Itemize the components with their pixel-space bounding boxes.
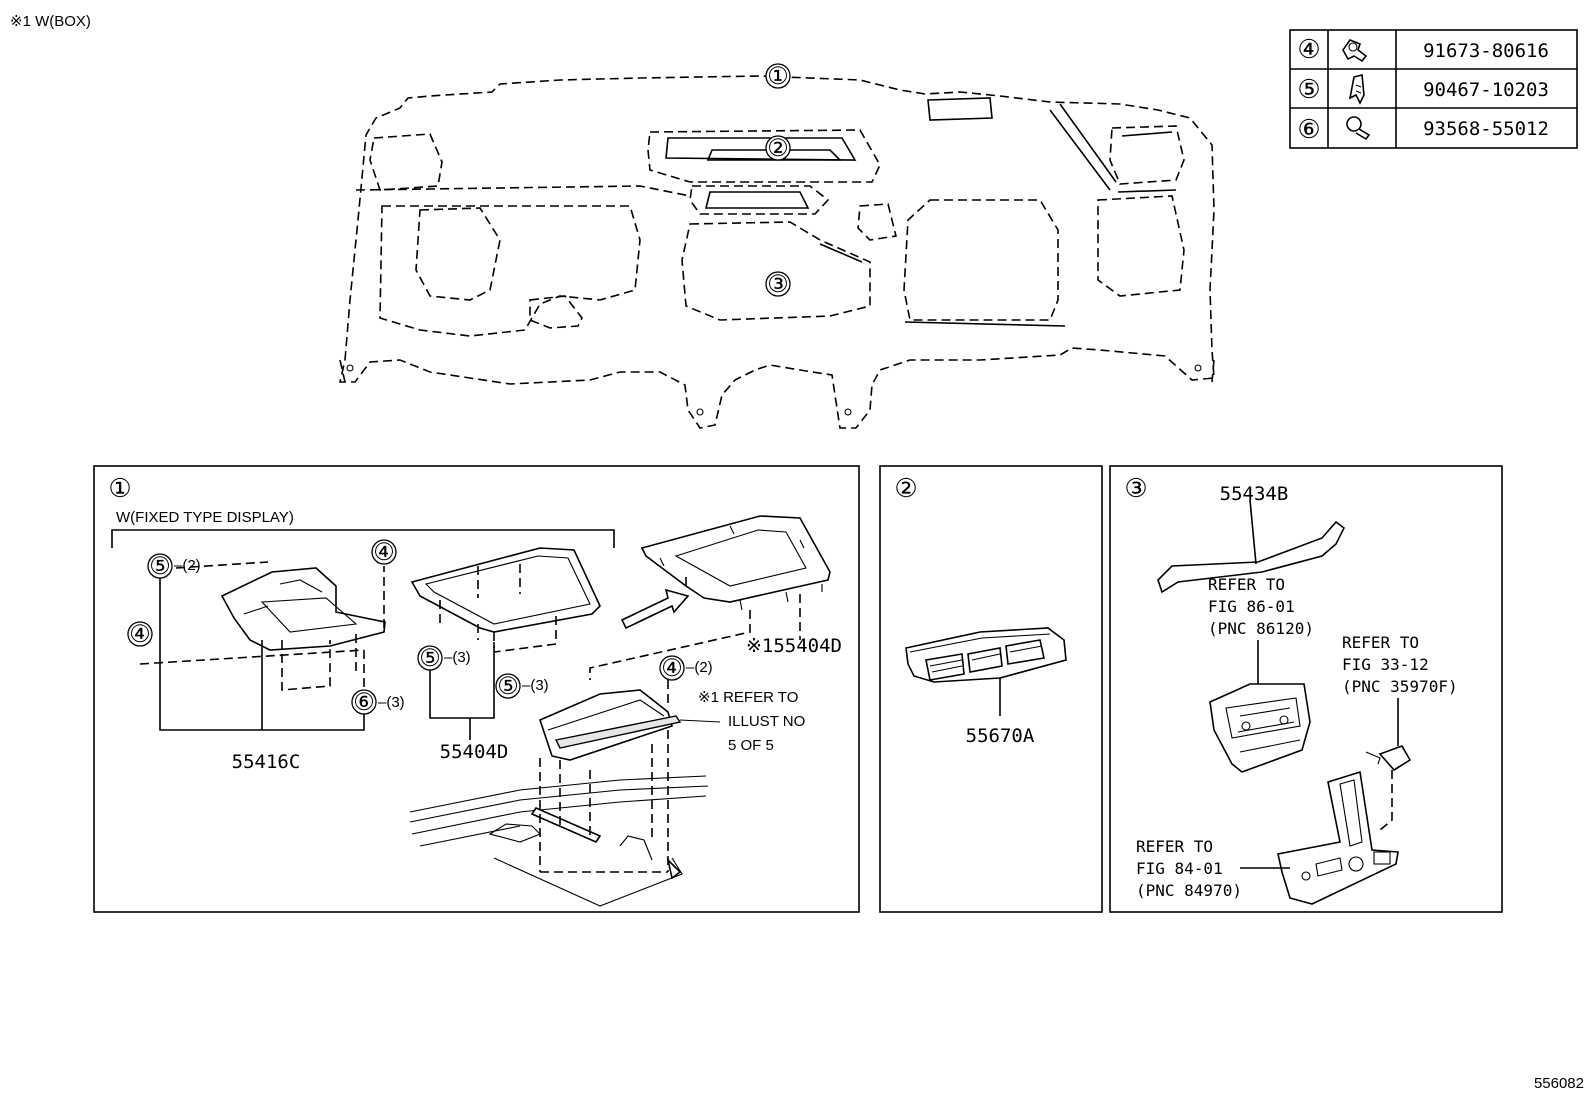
- callout-5: ⑤: [497, 673, 519, 700]
- header-note: ※1 W(BOX): [10, 13, 91, 30]
- refer-86-line1: REFER TO: [1208, 575, 1285, 594]
- switch-connector: [1365, 745, 1412, 772]
- dashboard-section: [409, 775, 709, 907]
- refer-33-line3: (PNC 35970F): [1342, 677, 1458, 696]
- qty-5-3b: –(3): [522, 677, 549, 694]
- air-vent-55670A: [905, 627, 1067, 683]
- part-55670A: 55670A: [966, 725, 1035, 747]
- qty-5-3a: –(3): [444, 649, 471, 666]
- bracket-55416C: [220, 567, 386, 651]
- instrument-panel-overview: ① ② ③: [338, 63, 1215, 429]
- screw-icon: [1346, 116, 1371, 141]
- fastener-ref: ④: [1297, 34, 1320, 64]
- overview-callout-1: ①: [767, 63, 789, 90]
- part-55434B: 55434B: [1220, 483, 1289, 505]
- qty-4-2: –(2): [686, 659, 713, 676]
- fastener-row-6: ⑥ 93568-55012: [1297, 114, 1549, 144]
- refer-84-line2: FIG 84-01: [1136, 859, 1223, 878]
- panel-2-number: ②: [894, 473, 917, 503]
- refer-84-line1: REFER TO: [1136, 837, 1213, 856]
- refer-33-line1: REFER TO: [1342, 633, 1419, 652]
- fastener-row-5: ⑤ 90467-10203: [1297, 73, 1549, 105]
- fastener-row-4: ④ 91673-80616: [1297, 34, 1549, 64]
- callout-4: ④: [129, 621, 151, 648]
- fastener-part-number: 93568-55012: [1423, 118, 1549, 140]
- part-55416C: 55416C: [232, 751, 301, 773]
- clip-icon: [1348, 73, 1365, 105]
- refer-illust-line3: 5 OF 5: [728, 737, 774, 754]
- bolt-icon: [1342, 39, 1368, 63]
- overview-callout-2: ②: [767, 135, 789, 162]
- box-assembly: [539, 689, 682, 761]
- fastener-part-number: 90467-10203: [1423, 79, 1549, 101]
- detail-panel-2: ② 55670A: [879, 465, 1103, 913]
- qty-6-3: –(3): [378, 694, 405, 711]
- fastener-ref: ⑤: [1297, 74, 1320, 104]
- overview-callout-3: ③: [767, 271, 789, 298]
- callout-5: ⑤: [149, 553, 171, 580]
- control-panel-unit: [1209, 683, 1311, 773]
- trim-strip-55434B: [1157, 520, 1346, 594]
- detail-panel-3: ③ 55434B REFER TO FIG 86-01 (PNC 86120) …: [1109, 465, 1503, 913]
- refer-33-line2: FIG 33-12: [1342, 655, 1429, 674]
- fastener-part-number: 91673-80616: [1423, 40, 1549, 62]
- console-panel: [1277, 770, 1399, 905]
- callout-5: ⑤: [419, 645, 441, 672]
- fastener-table: ④ 91673-80616 ⑤ 90467-10203 ⑥ 93568-5501…: [1289, 29, 1578, 149]
- variant-label: W(FIXED TYPE DISPLAY): [116, 509, 294, 526]
- qty-5-2: –(2): [174, 557, 201, 574]
- refer-illust-line2: ILLUST NO: [728, 713, 805, 730]
- figure-number: 556082: [1534, 1075, 1584, 1092]
- callout-4: ④: [661, 655, 683, 682]
- part-55404D: 55404D: [440, 741, 509, 763]
- refer-illust-line1: ※1 REFER TO: [698, 689, 798, 706]
- fastener-ref: ⑥: [1297, 114, 1320, 144]
- part-55404D-box: ※155404D: [746, 635, 842, 657]
- refer-86-line3: (PNC 86120): [1208, 619, 1314, 638]
- panel-3-number: ③: [1124, 473, 1147, 503]
- callout-6: ⑥: [353, 689, 375, 716]
- callout-4: ④: [373, 539, 395, 566]
- display-bezel-55404D: [640, 515, 831, 611]
- detail-panel-1: ① W(FIXED TYPE DISPLAY) ⑤ –(2) ④ ④ ⑥ –(3…: [93, 465, 860, 913]
- refer-84-line3: (PNC 84970): [1136, 881, 1242, 900]
- bezel-frame-55404D: [410, 547, 601, 653]
- panel-1-number: ①: [108, 473, 131, 503]
- refer-86-line2: FIG 86-01: [1208, 597, 1295, 616]
